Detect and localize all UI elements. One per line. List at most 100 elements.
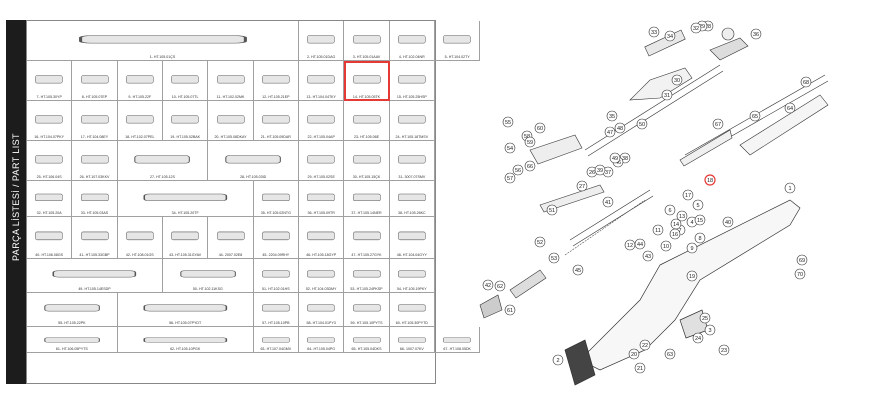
callout-56: 56 <box>512 164 524 176</box>
part-label: 53- HT.105.24PKSP <box>350 287 383 291</box>
callout-67: 67 <box>712 118 724 130</box>
part-cell: 63- HT.107.04GMV <box>253 327 299 353</box>
svg-text:58: 58 <box>524 134 530 140</box>
callout-60: 60 <box>534 122 546 134</box>
part-cell: 48- HT.104.04GYY <box>389 217 435 259</box>
svg-text:32: 32 <box>693 26 699 32</box>
callout-12: 12 <box>624 239 636 251</box>
part-cell: 15- HT.105.25HSP <box>389 61 435 101</box>
part-thumbnail <box>350 266 384 282</box>
stock <box>564 199 801 386</box>
svg-text:14: 14 <box>673 222 679 228</box>
part-cell: 38- HT.105.26KC <box>389 181 435 217</box>
svg-text:31: 31 <box>664 93 670 99</box>
svg-text:2: 2 <box>556 358 559 364</box>
svg-text:68: 68 <box>803 80 809 86</box>
part-cell: 17- HT.104.08EY <box>72 101 118 141</box>
part-label: 50- HT.102.11KSG <box>192 287 223 291</box>
svg-text:34: 34 <box>667 34 673 40</box>
callout-15: 15 <box>694 214 706 226</box>
part-thumbnail <box>38 300 106 316</box>
svg-text:6: 6 <box>668 208 671 214</box>
svg-text:61: 61 <box>507 308 513 314</box>
receiver-assembly <box>479 134 654 319</box>
part-cell: 31- 3007.07SMV <box>389 141 435 181</box>
svg-text:69: 69 <box>799 258 805 264</box>
part-label: 65- HT.105.04DKS <box>351 347 382 351</box>
part-cell: 44- 2007.02E8 <box>208 217 254 259</box>
part-label: 37- HT.105.14NER <box>351 211 382 215</box>
svg-text:9: 9 <box>690 246 693 252</box>
part-cell: 9- HT.105.22F <box>117 61 163 101</box>
callout-20: 20 <box>628 348 640 360</box>
part-thumbnail <box>32 189 66 206</box>
part-thumbnail <box>38 333 106 345</box>
part-cell: 42- HT.108.01GS <box>117 217 163 259</box>
callout-2: 2 <box>552 354 564 366</box>
part-label: 33- HT.105.03AS <box>80 211 109 215</box>
callout-14: 14 <box>670 218 682 230</box>
callout-6: 6 <box>664 204 676 216</box>
callout-61: 61 <box>504 304 516 316</box>
svg-text:12: 12 <box>627 243 633 249</box>
part-thumbnail <box>259 110 293 129</box>
part-label: 60- HT.105.30PYTD <box>395 321 428 325</box>
callout-42: 42 <box>482 279 494 291</box>
part-label: 57- HT.105.10PB <box>262 321 290 325</box>
part-cell: 47- HT.105.27GYK <box>344 217 390 259</box>
part-label: 31- 3007.07SMV <box>398 175 426 179</box>
callout-27: 27 <box>576 180 588 192</box>
callout-59: 59 <box>524 136 536 148</box>
part-cell: 40- HT.106.08GS <box>27 217 73 259</box>
svg-text:59: 59 <box>527 140 533 146</box>
callout-22: 22 <box>639 339 651 351</box>
part-label: 27- HT.105.12S <box>149 175 175 179</box>
part-label: 59- HT.105.10PYTS <box>350 321 383 325</box>
part-thumbnail <box>440 333 474 345</box>
part-thumbnail <box>395 266 429 282</box>
svg-text:4: 4 <box>690 220 693 226</box>
callout-34: 34 <box>664 30 676 42</box>
callout-10: 10 <box>660 240 672 252</box>
part-cell: 14- HT.105.05TK <box>344 61 390 101</box>
callout-5: 5 <box>692 199 704 211</box>
part-thumbnail <box>350 150 384 169</box>
part-cell: 43- HT.105.31GYAV <box>163 217 209 259</box>
part-thumbnail <box>350 30 384 49</box>
part-thumbnail <box>219 150 287 169</box>
svg-text:64: 64 <box>787 106 793 112</box>
callout-65: 65 <box>749 110 761 122</box>
callout-25: 25 <box>699 312 711 324</box>
callout-13: 13 <box>676 210 688 222</box>
part-label: 34- HT.105.20TF <box>171 211 199 215</box>
part-cell: 60- HT.105.30PYTD <box>389 293 435 327</box>
part-label: 49- HT.105.14ESDP <box>78 287 111 291</box>
svg-text:5: 5 <box>696 203 699 209</box>
svg-text:8: 8 <box>698 236 701 242</box>
callout-23: 23 <box>718 344 730 356</box>
svg-text:22: 22 <box>642 343 648 349</box>
part-cell: 50- HT.102.11KSG <box>163 259 254 293</box>
svg-text:11: 11 <box>655 228 661 234</box>
part-cell: 32- HT.105.20A <box>27 181 73 217</box>
callout-17: 17 <box>682 189 694 201</box>
part-thumbnail <box>395 70 429 89</box>
part-thumbnail <box>43 266 146 282</box>
callout-16: 16 <box>669 228 681 240</box>
part-label: 3- HT.105.01AAV <box>352 55 381 59</box>
part-label: 55- HT.105.22PK <box>58 321 86 325</box>
callout-30: 30 <box>671 74 683 86</box>
callout-32: 32 <box>690 22 702 34</box>
part-thumbnail <box>395 30 429 49</box>
svg-text:27: 27 <box>579 184 585 190</box>
svg-text:24: 24 <box>695 336 701 342</box>
part-label: 7- HT.105.30YP <box>36 95 62 99</box>
part-thumbnail <box>304 226 338 246</box>
callout-41: 41 <box>602 196 614 208</box>
part-cell: 5- HT.104.02TY <box>435 21 481 61</box>
svg-text:50: 50 <box>639 122 645 128</box>
part-cell: 20- HT.105.08DKAY <box>208 101 254 141</box>
part-thumbnail <box>350 300 384 316</box>
part-thumbnail <box>134 333 237 345</box>
part-cell: 37- HT.105.14NER <box>344 181 390 217</box>
